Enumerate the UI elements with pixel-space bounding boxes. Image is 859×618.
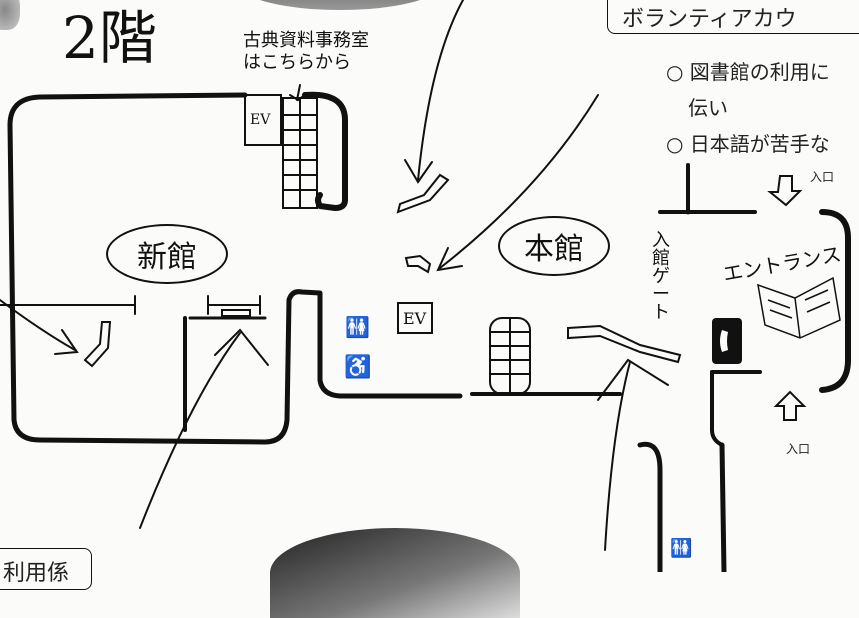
shinkan-text: 新館 [137, 240, 197, 275]
gate-label-line5: ト [652, 302, 670, 323]
bullet-3: ○ 日本語が苦手な [666, 132, 830, 156]
photo-fragment-left [0, 0, 20, 30]
gate-label-line2: 館 [652, 248, 670, 269]
entrance-bottom-label: 入口 [786, 442, 811, 456]
entrance-top-label: 入口 [810, 170, 835, 184]
honkan-text: 本館 [524, 232, 584, 267]
shinkan-label: 新館 [106, 224, 228, 284]
photo-fragment-bottom [270, 528, 520, 618]
elevator-label-main: EV [403, 309, 427, 328]
gate-label-line4: ー [652, 284, 670, 305]
volunteer-header: ボランティアカウ [622, 7, 797, 32]
floor-map-drawing [0, 0, 851, 572]
wheelchair-icon: ♿ [344, 355, 372, 380]
archive-note: 古典資料事務室 はこちらから [243, 30, 369, 74]
archive-note-line2: はこちらから [243, 52, 351, 73]
bottom-left-box: 利用係 [0, 548, 92, 590]
restroom-icon-main: 🚻 [345, 315, 370, 339]
honkan-label: 本館 [498, 216, 610, 276]
floor-label: 2階 [62, 4, 157, 72]
gate-label-line3: ゲ [652, 266, 670, 287]
elevator-label-new: EV [250, 112, 271, 128]
archive-note-line1: 古典資料事務室 [243, 30, 369, 51]
photo-fragment-top [240, 0, 440, 10]
gate-label: 入 館 ゲ ー ト [652, 232, 670, 322]
volunteer-bullets: ○ 図書館の利用に 伝い ○ 日本語が苦手な [666, 54, 830, 162]
restroom-icon-bottom: 🚻 [670, 538, 693, 559]
bullet-2: 伝い [688, 96, 728, 120]
bullet-1: ○ 図書館の利用に [666, 60, 830, 84]
bottom-left-label: 利用係 [3, 561, 70, 586]
gate-label-line1: 入 [652, 230, 670, 251]
volunteer-header-box: ボランティアカウ [607, 0, 859, 34]
